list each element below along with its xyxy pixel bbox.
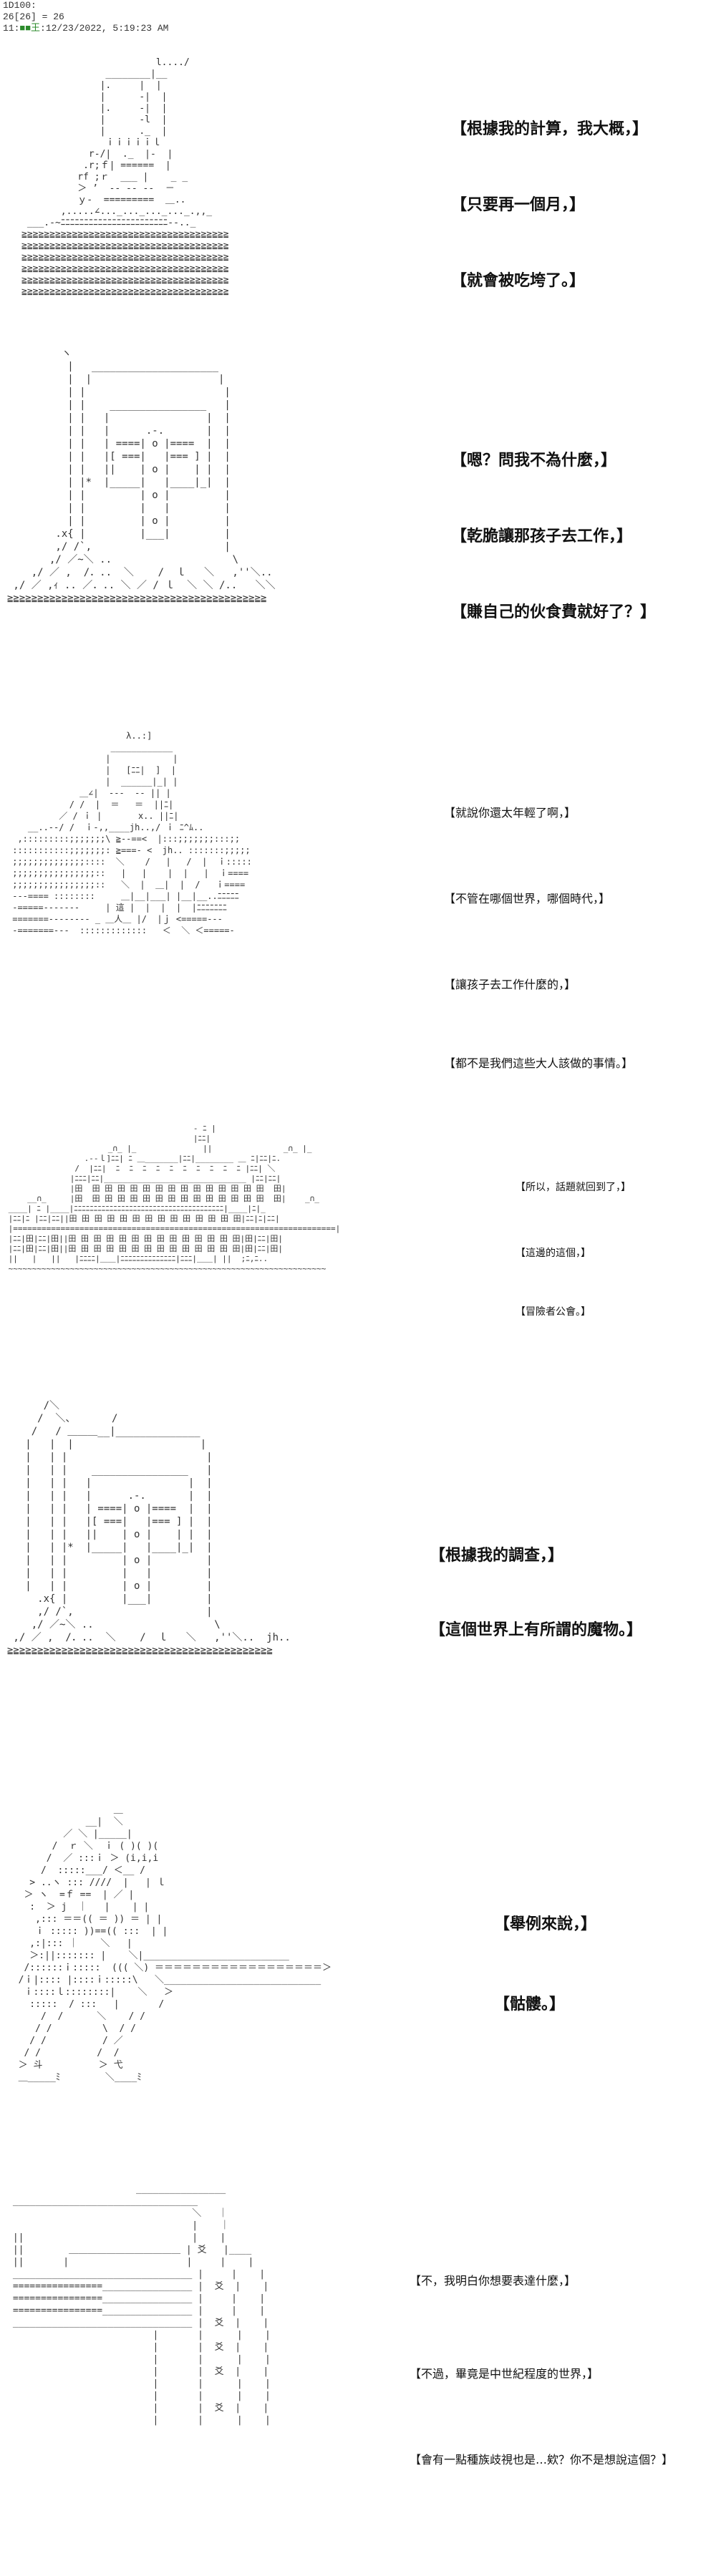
panel-6-line-2: 【骷髏。】	[494, 1996, 566, 2013]
guild-building-art: ‐ ﾆ | |ﾆﾆ| _∩_ |_ || _∩_ |_ .--ｌ]ﾆﾆ| ﾆ ＿…	[8, 1124, 341, 1273]
skeleton-closeup-art: ________________ _______________________…	[12, 2184, 271, 2426]
panel-5-line-1: 【根據我的調查，】	[430, 1547, 564, 1565]
panel-7-line-2: 【不過，畢竟是中世紀程度的世界，】	[410, 2367, 599, 2381]
panel-3-line-4: 【都不是我們這些大人該做的事情。】	[444, 1056, 634, 1070]
panel-2: ヽ | _____________________ | | | | | | | …	[0, 347, 716, 719]
panel-5-line-2: 【這個世界上有所謂的魔物。】	[430, 1621, 643, 1639]
panel-7-line-1: 【不，我明白你想要表達什麼，】	[410, 2274, 576, 2288]
panel-3: λ..:] ____________ | | | [ﾆﾆ| ] | | ____…	[0, 723, 716, 1124]
panel-6: ＿ __| ＼ ／ ＼ |_____| / ｒ ＼ ｉ ( )( )( / ／ …	[0, 1804, 716, 2176]
post-meta: 11:■■王:12/23/2022, 5:19:23 AM	[3, 23, 168, 34]
panel-4-line-1: 【所以，話題就回到了，】	[516, 1182, 631, 1193]
panel-4-line-2: 【這邊的這個，】	[516, 1248, 591, 1259]
panel-6-line-1: 【舉例來說，】	[494, 1915, 597, 1933]
panel-4: ‐ ﾆ | |ﾆﾆ| _∩_ |_ || _∩_ |_ .--ｌ]ﾆﾆ| ﾆ ＿…	[0, 1124, 716, 1396]
post-author[interactable]: ■■王	[19, 23, 41, 34]
knight-crown-art: l..../ ________|__ |. | | | -| | |. -| |…	[21, 57, 229, 297]
panel-2-line-3: 【賺自己的伙食費就好了？】	[451, 603, 657, 621]
panel-1-line-3: 【就會被吃垮了。】	[451, 272, 586, 290]
dice-label: 1D100:	[3, 0, 37, 11]
panel-3-line-1: 【就說你還太年輕了啊，】	[444, 806, 576, 820]
post-date: :12/23/2022, 5:19:23 AM	[40, 23, 169, 34]
panel-4-line-3: 【冒險者公會。】	[516, 1306, 591, 1318]
knight-helm-art: ヽ | _____________________ | | | | | | | …	[7, 348, 276, 604]
panel-3-line-2: 【不管在哪個世界，哪個時代，】	[444, 892, 611, 905]
panel-2-line-1: 【嗯？問我不為什麼，】	[451, 452, 617, 470]
panel-5: /＼ / ＼、 / / / ＿＿＿__|______________ | | |…	[0, 1399, 716, 1800]
post-number: 11:	[3, 23, 20, 34]
dice-result: 26[26] = 26	[3, 11, 64, 22]
knight-helm-hand-art: /＼ / ＼、 / / / ＿＿＿__|______________ | | |…	[7, 1400, 291, 1656]
post-header: 1D100: 26[26] = 26 11:■■王:12/23/2022, 5:…	[3, 0, 168, 34]
panel-2-line-2: 【乾脆讓那孩子去工作，】	[451, 528, 633, 545]
panel-7: ________________ _______________________…	[0, 2183, 716, 2576]
panel-3-line-3: 【讓孩子去工作什麼的，】	[444, 978, 576, 991]
sitting-knight-art: λ..:] ____________ | | | [ﾆﾆ| ] | | ____…	[12, 731, 252, 935]
skeleton-art: ＿ __| ＼ ／ ＼ |_____| / ｒ ＼ ｉ ( )( )( / ／ …	[18, 1804, 332, 2083]
panel-1-line-1: 【根據我的計算，我大概，】	[451, 120, 649, 138]
panel-1-line-2: 【只要再一個月，】	[451, 196, 586, 214]
panel-1: l..../ ________|__ |. | | | -| | |. -| |…	[0, 50, 716, 336]
panel-7-line-3: 【會有一點種族歧視也是…欸？你不是想說這個？】	[410, 2453, 674, 2466]
